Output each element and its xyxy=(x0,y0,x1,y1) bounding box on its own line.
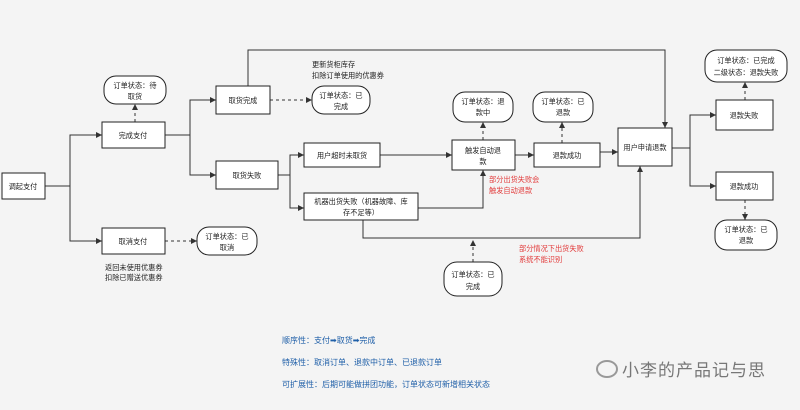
node-cancel-pay-label: 取消支付 xyxy=(119,237,148,246)
node-refund-ok2: 退款成功 xyxy=(715,171,774,201)
node-auto-refund-line1: 触发自动退 xyxy=(465,146,501,155)
state-refunded2-line2: 退款 xyxy=(739,236,753,245)
annotation-partial-fail-line1: 部分出货失败会 xyxy=(489,175,539,184)
state-done1-line2: 完成 xyxy=(334,102,348,111)
notes-section: 顺序性：支付➡取货➡完成 特殊性：取消订单、退款中订单、已退款订单 可扩展性：后… xyxy=(282,330,490,396)
state-done2: 订单状态：已 完成 xyxy=(443,261,503,297)
wechat-icon xyxy=(596,360,618,378)
state-cancelled-line1: 订单状态：已 xyxy=(205,232,248,241)
annotation-update-stock-line2: 扣除订单使用的优惠券 xyxy=(312,71,384,80)
node-refund-ok2-label: 退款成功 xyxy=(730,182,759,191)
node-pickup-done-label: 取货完成 xyxy=(229,96,258,105)
watermark-text: 小李的产品记与思 xyxy=(622,361,766,381)
state-done1-line1: 订单状态：已 xyxy=(319,91,362,100)
node-user-refund-label: 用户申请退款 xyxy=(623,143,666,152)
node-machine-fail-line2: 存不足等） xyxy=(343,208,379,217)
annotation-partial-fail: 部分出货失败会 触发自动退款 xyxy=(489,175,539,195)
state-cancelled: 订单状态：已 取消 xyxy=(196,226,258,256)
state-pending: 订单状态：待 取货 xyxy=(103,75,167,105)
node-auto-refund: 触发自动退 款 xyxy=(451,139,516,171)
state-refunding-line1: 订单状态：退 xyxy=(461,97,504,106)
connectors xyxy=(45,49,748,262)
annotation-partial-unknown: 部分情况下出货失败 系统不能识别 xyxy=(519,244,584,264)
note-special: 特殊性：取消订单、退款中订单、已退款订单 xyxy=(282,358,442,367)
node-pickup-fail-label: 取货失败 xyxy=(233,171,262,180)
state-refunding-line2: 款中 xyxy=(476,108,490,117)
state-done-sub-line1: 订单状态：已完成 xyxy=(717,56,775,65)
annotation-partial-unknown-line1: 部分情况下出货失败 xyxy=(519,244,584,253)
state-cancelled-line2: 取消 xyxy=(220,243,234,252)
watermark: 小李的产品记与思 xyxy=(596,356,766,381)
node-machine-fail-line1: 机器出货失败（机器故障、库 xyxy=(314,197,407,206)
node-refund-fail: 退款失败 xyxy=(715,99,774,131)
state-done1: 订单状态：已 完成 xyxy=(311,85,371,115)
node-machine-fail: 机器出货失败（机器故障、库 存不足等） xyxy=(303,192,419,221)
state-refunded2: 订单状态：已 退款 xyxy=(714,219,778,251)
annotation-partial-fail-line2: 触发自动退款 xyxy=(489,186,532,195)
state-done-sub-line2: 二级状态：退款失败 xyxy=(714,68,779,77)
note-sequence: 顺序性：支付➡取货➡完成 xyxy=(282,336,376,345)
state-refunded1: 订单状态：已 退款 xyxy=(532,91,594,123)
state-pending-line2: 取货 xyxy=(128,92,142,101)
node-cancel-pay: 取消支付 xyxy=(101,227,166,255)
state-done2-line1: 订单状态：已 xyxy=(451,270,494,279)
state-refunded1-line1: 订单状态：已 xyxy=(541,97,584,106)
node-pickup-done: 取货完成 xyxy=(215,85,271,115)
annotation-partial-unknown-line2: 系统不能识别 xyxy=(519,255,562,264)
annotation-return-coupon-line2: 扣除已赠送优惠券 xyxy=(105,273,163,282)
node-user-timeout: 用户超时未取货 xyxy=(303,142,381,168)
annotation-update-stock-line1: 更新货柜库存 xyxy=(312,60,355,69)
node-user-timeout-label: 用户超时未取货 xyxy=(317,151,367,160)
state-refunding: 订单状态：退 款中 xyxy=(452,91,514,123)
annotation-update-stock: 更新货柜库存 扣除订单使用的优惠券 xyxy=(312,60,384,80)
state-refunded1-line2: 退款 xyxy=(556,108,570,117)
state-pending-line1: 订单状态：待 xyxy=(113,81,156,90)
note-extensible: 可扩展性：后期可能做拼团功能，订单状态可新增相关状态 xyxy=(282,380,490,389)
node-pay-done: 完成支付 xyxy=(101,121,166,149)
node-pickup-fail: 取货失败 xyxy=(215,160,279,190)
node-start: 调起支付 xyxy=(1,172,46,200)
state-done-sub: 订单状态：已完成 二级状态：退款失败 xyxy=(704,49,788,83)
node-refund-ok-label: 退款成功 xyxy=(553,151,582,160)
node-refund-ok: 退款成功 xyxy=(533,142,601,168)
state-refunded2-line1: 订单状态：已 xyxy=(724,225,767,234)
annotation-return-coupon-line1: 返回未使用优惠券 xyxy=(105,263,163,272)
node-refund-fail-label: 退款失败 xyxy=(730,111,759,120)
node-pay-done-label: 完成支付 xyxy=(119,131,148,140)
node-auto-refund-line2: 款 xyxy=(479,157,486,166)
node-start-label: 调起支付 xyxy=(9,182,38,191)
annotation-return-coupon: 返回未使用优惠券 扣除已赠送优惠券 xyxy=(105,263,163,282)
state-done2-line2: 完成 xyxy=(466,282,480,291)
node-user-refund: 用户申请退款 xyxy=(617,127,673,167)
